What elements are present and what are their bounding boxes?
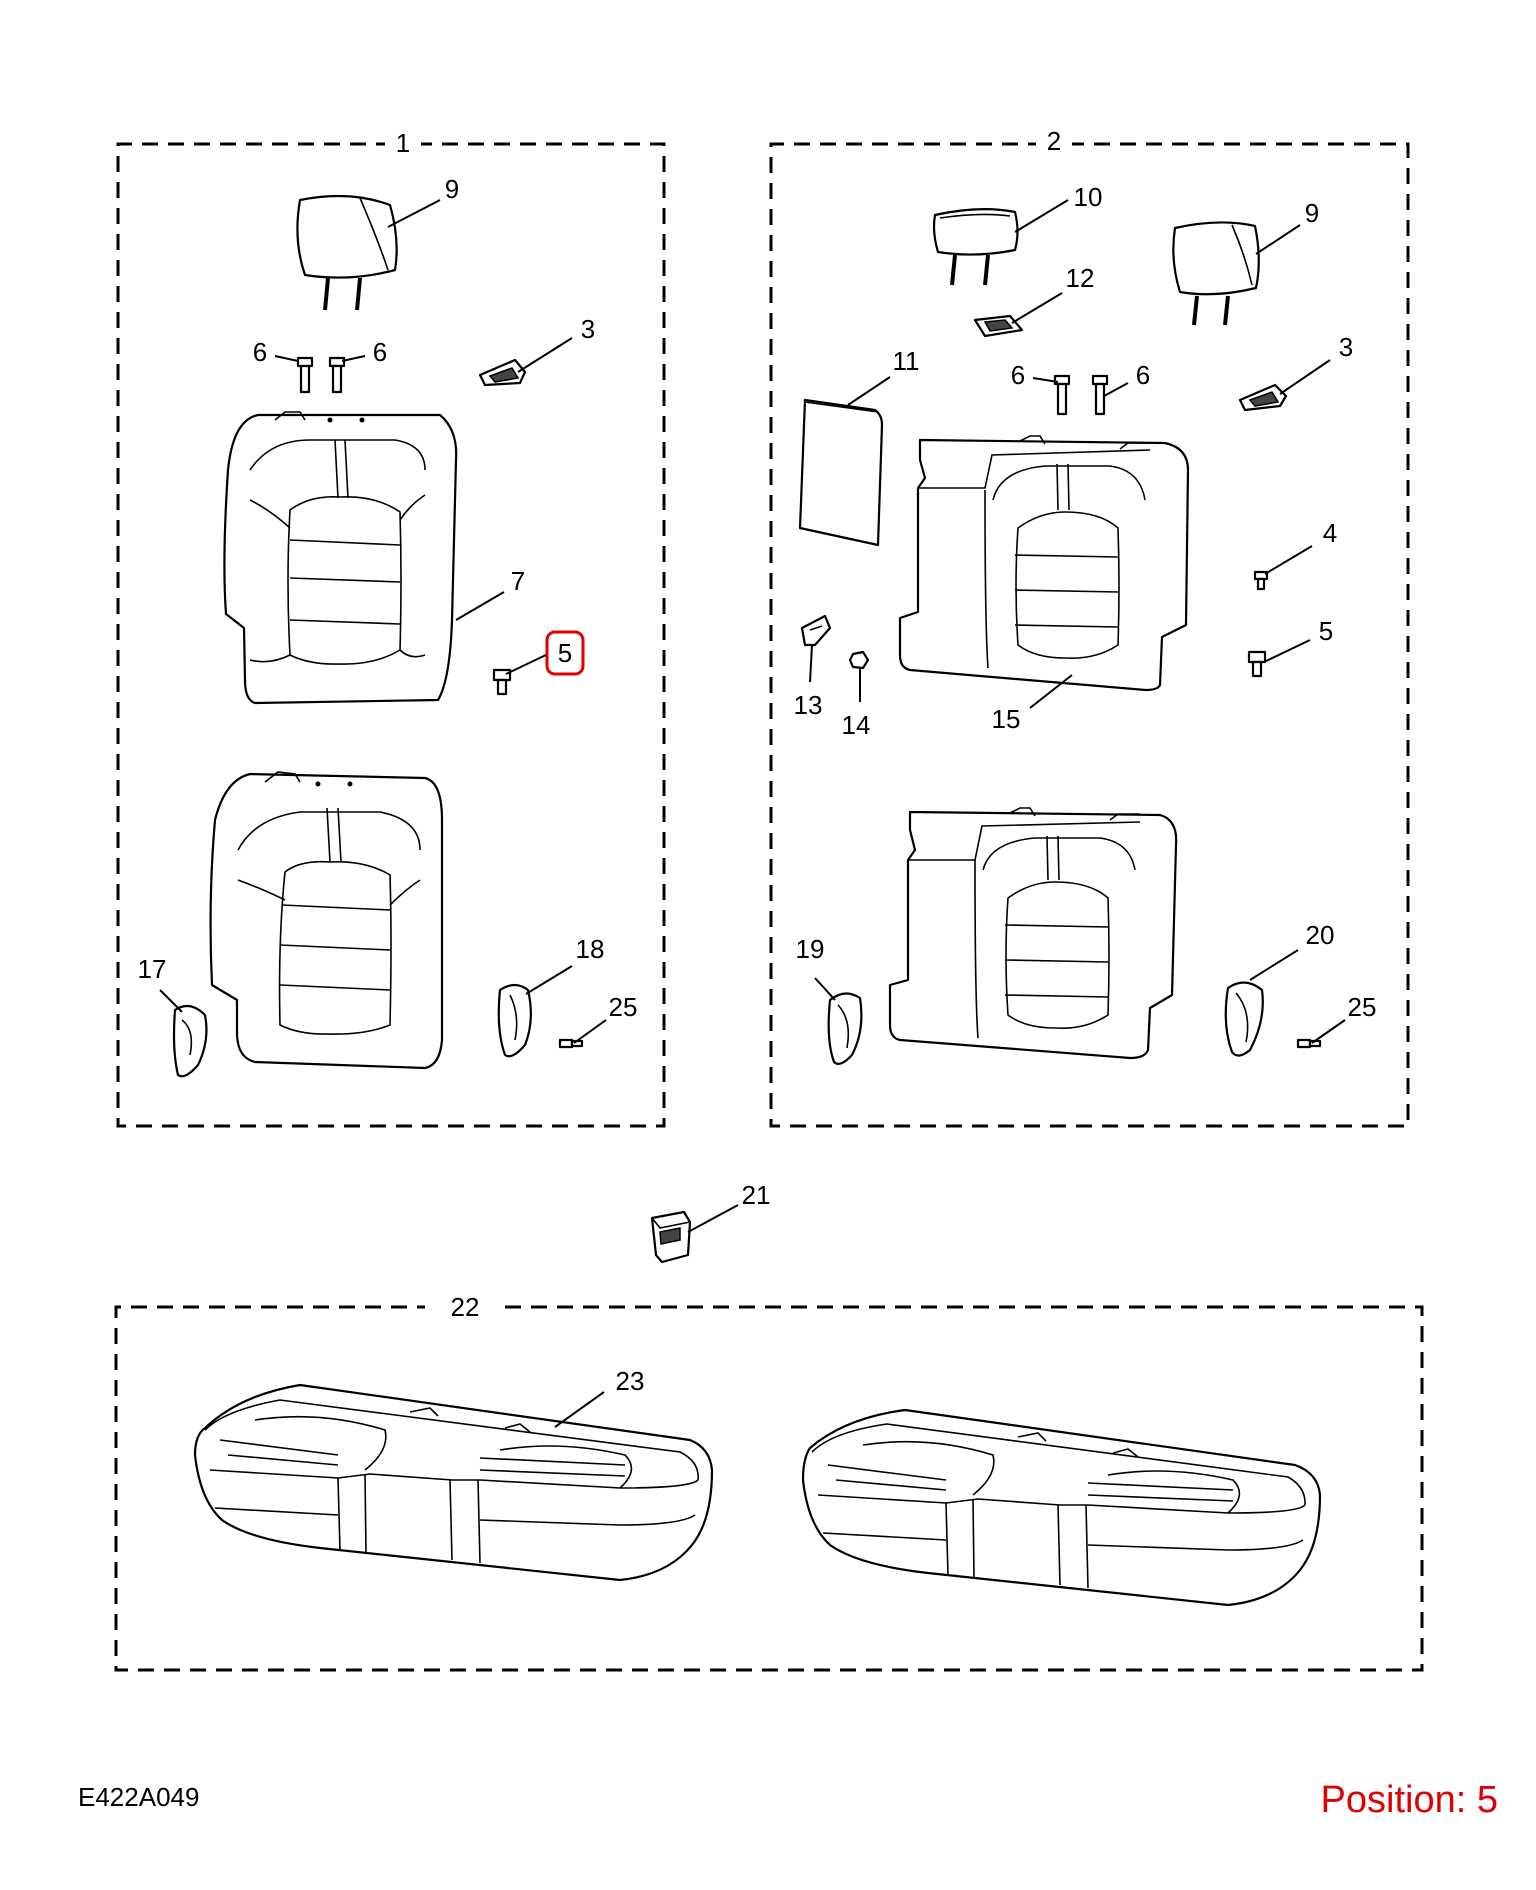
headrest-guide-part[interactable] — [296, 356, 346, 394]
seat-back-frame-part[interactable] — [888, 807, 1178, 1060]
callout-6[interactable]: 6 — [373, 337, 387, 367]
seat-cushion-part[interactable] — [801, 1408, 1322, 1607]
callout-6[interactable]: 6 — [253, 337, 267, 367]
seat-back-cover-part[interactable] — [223, 411, 458, 705]
latch-bezel-part[interactable] — [478, 358, 527, 387]
group-22-boundary — [114, 1305, 1424, 1672]
callout-4[interactable]: 4 — [1323, 518, 1337, 548]
callout-9[interactable]: 9 — [1305, 198, 1319, 228]
group-22-label[interactable]: 22 — [451, 1292, 480, 1322]
callout-9[interactable]: 9 — [445, 174, 459, 204]
callout-3[interactable]: 3 — [581, 314, 595, 344]
screw-part[interactable] — [1296, 1038, 1322, 1049]
headrest-part[interactable] — [296, 194, 398, 311]
callout-7[interactable]: 7 — [511, 566, 525, 596]
callout-6[interactable]: 6 — [1011, 360, 1025, 390]
screw-part[interactable] — [558, 1038, 584, 1049]
callout-11[interactable]: 11 — [893, 346, 920, 376]
callout-6[interactable]: 6 — [1136, 360, 1150, 390]
bolt-part[interactable] — [492, 668, 512, 696]
armrest-part[interactable] — [798, 398, 884, 547]
nut-part[interactable] — [848, 650, 870, 670]
center-headrest-part[interactable] — [932, 208, 1019, 286]
trim-cover-part[interactable] — [827, 992, 863, 1065]
callout-5[interactable]: 5 — [1319, 616, 1333, 646]
position-indicator: Position: 5 — [1321, 1779, 1498, 1821]
belt-guide-part[interactable] — [650, 1210, 692, 1264]
headrest-guide-part[interactable] — [1053, 374, 1109, 416]
group-1-label[interactable]: 1 — [396, 128, 410, 158]
group-1: 1 9 6 6 3 — [116, 126, 666, 1128]
callout-20[interactable]: 20 — [1306, 920, 1335, 950]
seat-back-cover-part[interactable] — [898, 435, 1190, 692]
bezel-plate-part[interactable] — [973, 314, 1024, 338]
latch-bezel-part[interactable] — [1238, 383, 1288, 412]
callout-19[interactable]: 19 — [796, 934, 825, 964]
headrest-part[interactable] — [1172, 221, 1260, 326]
callout-25[interactable]: 25 — [609, 992, 638, 1022]
callout-25[interactable]: 25 — [1348, 992, 1377, 1022]
group-2-boundary — [769, 142, 1410, 1128]
callout-14[interactable]: 14 — [842, 710, 871, 740]
trim-cover-part[interactable] — [172, 1004, 208, 1078]
diagram-reference-code: E422A049 — [78, 1782, 199, 1812]
callout-13[interactable]: 13 — [794, 690, 823, 720]
group-22: 22 23 — [114, 1290, 1424, 1672]
group-2-label[interactable]: 2 — [1047, 126, 1061, 156]
callout-17[interactable]: 17 — [138, 954, 167, 984]
callout-10[interactable]: 10 — [1074, 182, 1103, 212]
callout-3[interactable]: 3 — [1339, 332, 1353, 362]
callout-21[interactable]: 21 — [742, 1180, 771, 1210]
hinge-cover-part[interactable] — [800, 614, 832, 647]
bolt-part[interactable] — [1253, 570, 1269, 591]
trim-cover-part[interactable] — [497, 983, 532, 1058]
callout-12[interactable]: 12 — [1066, 263, 1095, 293]
callout-23[interactable]: 23 — [616, 1366, 645, 1396]
group-2: 2 10 9 12 11 — [769, 124, 1410, 1128]
trim-cover-part[interactable] — [1224, 981, 1264, 1057]
highlight-box — [545, 630, 585, 676]
bolt-part[interactable] — [1247, 650, 1267, 678]
callout-15[interactable]: 15 — [992, 704, 1021, 734]
callout-5-highlighted[interactable]: 5 — [558, 638, 572, 668]
seat-cushion-part[interactable] — [193, 1383, 714, 1582]
seat-back-frame-part[interactable] — [209, 771, 444, 1070]
callout-18[interactable]: 18 — [576, 934, 605, 964]
